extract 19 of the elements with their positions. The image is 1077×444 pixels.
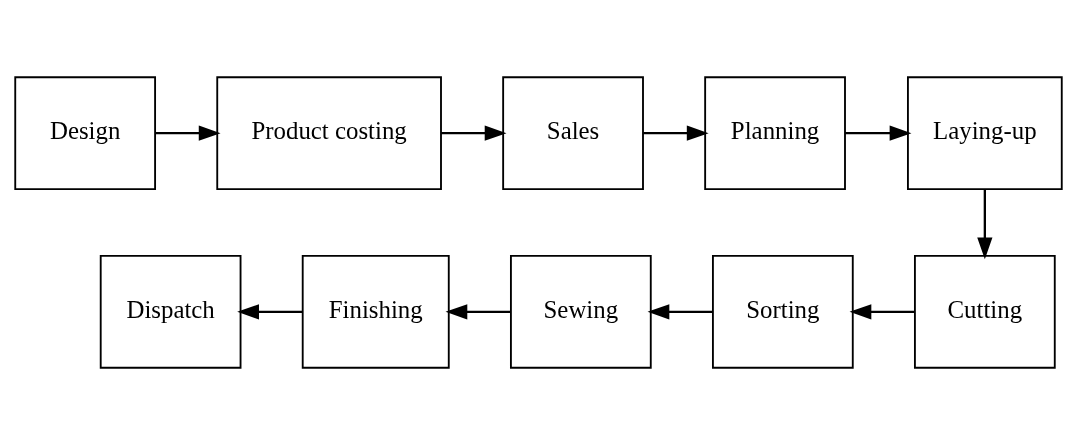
arrow — [647, 303, 713, 319]
node-box: Laying-up — [907, 75, 1063, 190]
node-box: Product costing — [216, 75, 442, 190]
node-box: Sales — [502, 75, 644, 190]
arrow — [237, 303, 303, 319]
node-box: Dispatch — [99, 254, 242, 369]
node-box: Finishing — [301, 254, 450, 369]
arrow — [977, 188, 993, 259]
node-box: Design — [14, 75, 156, 190]
arrow — [643, 125, 709, 141]
node-box: Cutting — [914, 254, 1056, 369]
arrow — [849, 303, 915, 319]
node-box: Sewing — [510, 254, 652, 369]
node-box: Planning — [704, 75, 846, 190]
arrow — [845, 125, 912, 141]
arrow — [155, 125, 221, 141]
node-box: Sorting — [712, 254, 854, 369]
arrow — [441, 125, 507, 141]
arrow — [445, 303, 511, 319]
